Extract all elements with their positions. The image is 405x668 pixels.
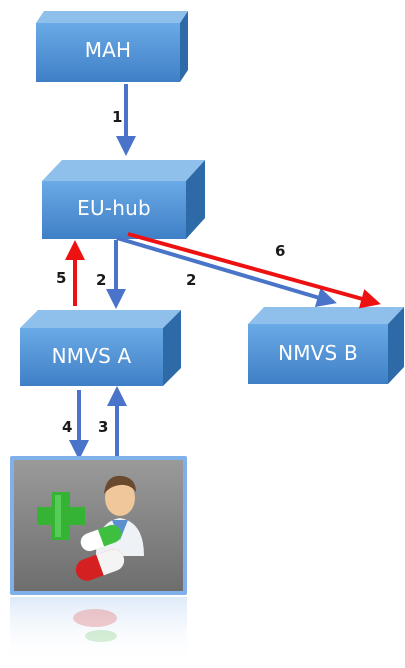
- step-4-label: 4: [62, 418, 73, 436]
- nmvs-b-label: NMVS B: [278, 341, 358, 365]
- arrow-6: [127, 232, 381, 309]
- arrow-2b: [116, 236, 337, 308]
- nmvs-a-label: NMVS A: [51, 344, 132, 368]
- step-2-label: 2: [96, 271, 107, 289]
- step-5-label: 5: [56, 269, 67, 287]
- eu-hub-box: [42, 160, 205, 239]
- step-3-label: 3: [98, 418, 109, 436]
- step-2-label: 2: [186, 271, 197, 289]
- mah-box: [36, 11, 188, 82]
- eu-hub-label: EU-hub: [77, 196, 151, 220]
- step-1-label: 1: [112, 108, 123, 126]
- pharmacist-with-pills-icon: [37, 475, 144, 642]
- pharmacy-panel: [10, 456, 187, 664]
- mah-label: MAH: [84, 38, 132, 62]
- step-6-label: 6: [275, 242, 286, 260]
- nmvs-a-box: [20, 310, 181, 386]
- nmvs-b-box: [248, 307, 404, 384]
